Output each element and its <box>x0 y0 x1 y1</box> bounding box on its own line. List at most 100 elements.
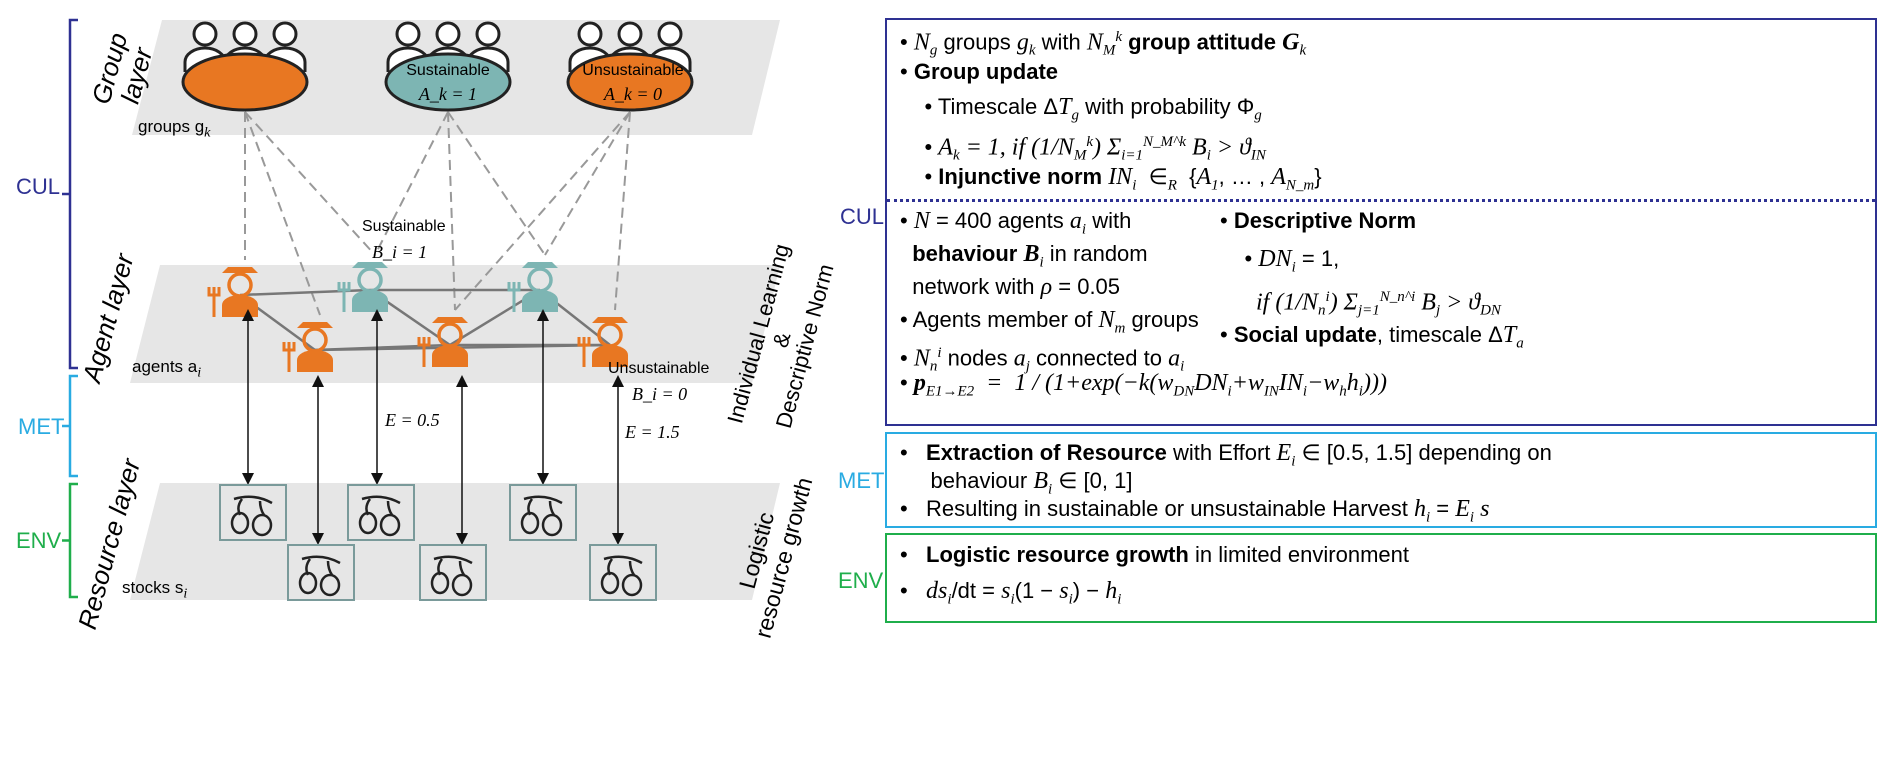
group-membership-link <box>244 111 321 316</box>
text-segment: = <box>1430 496 1456 521</box>
text-segment: +w <box>1231 370 1264 396</box>
text-segment: k <box>1299 42 1307 59</box>
text-segment: = 1, <box>1295 246 1340 271</box>
text-segment: Descriptive Norm <box>1233 208 1417 233</box>
text-segment: i <box>1302 383 1308 400</box>
text-segment: g <box>1254 107 1262 124</box>
text-segment: • Timescale Δ <box>900 94 1059 119</box>
env-box <box>885 533 1877 623</box>
text-segment: ∈ [0.5, 1.5] depending on <box>1295 440 1552 465</box>
bullet-line: • Timescale ΔTg with probability Φg <box>900 94 1322 129</box>
bullet-line: • Nni nodes aj connected to ai <box>900 340 1199 375</box>
bullet-line: if (1/Nni) Σj=1N_n^i Bj > ϑDN <box>1220 284 1524 322</box>
env-bracket <box>62 482 78 599</box>
resource-stock-box <box>287 544 355 601</box>
pitchfork-icon <box>337 282 351 312</box>
text-segment: T <box>1058 94 1072 120</box>
met-box <box>885 432 1877 528</box>
text-segment: g <box>1016 29 1029 56</box>
farmer-body-icon <box>352 290 388 312</box>
bullet-line: • Ak = 1, if (1/NMk) Σi=1N_M^k Bi > ϑIN <box>900 129 1322 164</box>
text-segment: i <box>1469 509 1475 526</box>
text-segment: Logistic resource growth <box>926 542 1189 567</box>
text-segment: 1 <box>1211 177 1219 194</box>
transition-probability-formula: • pE1→E2 = 1 / (1+exp(−k(wDNDNi+wININi−w… <box>900 370 1387 404</box>
bullet-line: • Injunctive norm INi ∈R {A1, … , AN_m} <box>900 164 1321 199</box>
text-segment: N <box>913 345 930 372</box>
person-head-icon <box>232 21 258 47</box>
text-segment: • <box>1220 246 1259 271</box>
text-segment: > ϑ <box>1210 134 1251 161</box>
text-segment: i <box>1081 221 1087 238</box>
text-segment: R <box>1167 177 1177 194</box>
text-segment: in limited environment <box>1188 542 1409 567</box>
text-segment: Social update <box>1233 322 1377 347</box>
groups-caption: groups gk <box>138 117 211 141</box>
layered-model-graphic <box>62 18 780 601</box>
cul-divider <box>887 199 1875 202</box>
bullet-line: • dsi/dt = si(1 − si) − hi <box>900 578 1409 614</box>
text-segment: Extraction of Resource <box>926 440 1167 465</box>
text-segment: DN <box>1194 370 1228 396</box>
text-segment: i <box>1180 358 1185 375</box>
pitchfork-icon <box>282 342 296 372</box>
text-segment: ∈ <box>1136 164 1168 189</box>
text-segment: • <box>1220 322 1234 347</box>
person-head-icon <box>657 21 683 47</box>
env-bracket-label: ENV <box>16 528 62 553</box>
olive-icon <box>251 513 273 537</box>
cul-box <box>885 18 1877 426</box>
text-segment: i <box>1358 383 1363 400</box>
text-segment: = 0.05 <box>1052 274 1121 299</box>
farmer-body-icon <box>297 350 333 372</box>
olive-icon <box>358 511 378 535</box>
text-segment: = 1 / (1+exp(−k(w <box>974 370 1174 396</box>
olive-icon <box>298 571 318 595</box>
pitchfork-icon <box>577 337 591 367</box>
text-segment: groups <box>1125 307 1199 332</box>
person-head-icon <box>192 21 218 47</box>
olive-icon <box>600 571 620 595</box>
effort-low-label: E = 0.5 <box>385 410 440 430</box>
text-segment: groups <box>937 29 1017 55</box>
farmer-body-icon <box>432 345 468 367</box>
farmer-body-icon <box>522 290 558 312</box>
text-segment: G <box>1282 29 1300 56</box>
text-segment: • <box>900 345 914 371</box>
bullet-line: network with ρ = 0.05 <box>900 274 1199 307</box>
bullet-line: behaviour Bi ∈ [0, 1] <box>900 468 1552 497</box>
bullet-line: • Ng groups gk with NMk group attitude G… <box>900 24 1322 59</box>
group-membership-link <box>544 111 631 256</box>
text-segment: N <box>913 29 930 56</box>
text-segment: k <box>1115 29 1123 45</box>
met-side-label: MET <box>838 468 885 493</box>
text-segment: in random <box>1043 241 1148 266</box>
resource-stock-box <box>589 544 657 601</box>
text-segment: B <box>1415 289 1436 316</box>
text-segment: N <box>1098 307 1115 333</box>
text-segment: k <box>1086 134 1093 150</box>
text-segment: a <box>1013 345 1026 372</box>
text-segment: N_m <box>1285 177 1315 194</box>
text-segment: i <box>1325 289 1330 305</box>
env-side-label: ENV <box>838 568 884 593</box>
text-segment: group attitude <box>1122 29 1283 55</box>
text-segment: E <box>1455 496 1470 522</box>
text-segment: ) Σ <box>1329 289 1358 316</box>
olive-icon <box>379 513 401 537</box>
group-membership-link <box>447 111 546 256</box>
text-segment: m <box>1114 320 1126 337</box>
text-segment: E <box>1276 440 1292 466</box>
text-segment: , timescale Δ <box>1376 322 1503 347</box>
text-segment: j <box>1025 358 1030 375</box>
text-segment: network with <box>900 274 1041 299</box>
text-segment: N_n^i <box>1379 289 1416 305</box>
text-segment: if <box>1220 289 1276 316</box>
bullet-line: • Extraction of Resource with Effort Ei … <box>900 440 1552 469</box>
text-segment: p <box>913 370 926 396</box>
text-segment: n <box>1318 302 1326 319</box>
text-segment: IN <box>1250 147 1266 164</box>
cul-bracket-label: CUL <box>16 174 61 199</box>
group-membership-link <box>454 111 631 311</box>
text-segment: with Effort <box>1166 440 1277 465</box>
